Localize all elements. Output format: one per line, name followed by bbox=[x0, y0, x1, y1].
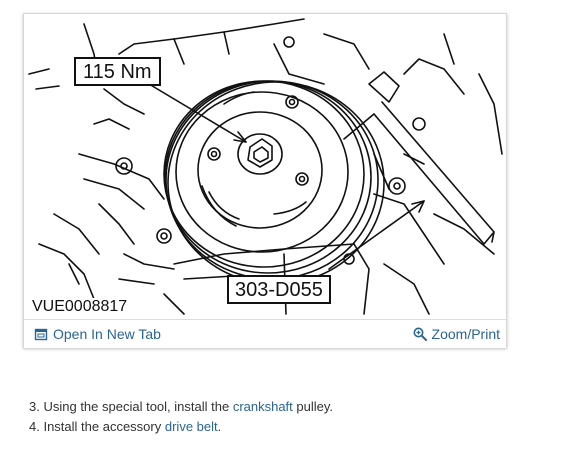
external-window-icon bbox=[34, 327, 48, 341]
drive-belt-link[interactable]: drive belt bbox=[164, 419, 218, 434]
step-item: 4. Install the accessory drive belt. bbox=[29, 417, 333, 437]
special-tool-callout: 303-D055 bbox=[227, 275, 331, 304]
step-text: . bbox=[217, 419, 222, 434]
figure-id-label: VUE0008817 bbox=[32, 298, 130, 316]
crankshaft-link[interactable]: crankshaft bbox=[232, 399, 293, 414]
instruction-steps: 3. Using the special tool, install the c… bbox=[29, 397, 333, 437]
magnifier-icon bbox=[413, 327, 427, 341]
torque-callout: 115 Nm bbox=[74, 57, 161, 86]
step-item: 3. Using the special tool, install the c… bbox=[29, 397, 333, 417]
zoom-print-label: Zoom/Print bbox=[431, 326, 500, 342]
step-text: Install the accessory bbox=[43, 419, 162, 434]
step-text: Using the special tool, install the bbox=[43, 399, 230, 414]
open-in-new-tab-label: Open In New Tab bbox=[53, 326, 161, 342]
crankshaft-pulley-illustration[interactable]: 115 Nm 303-D055 VUE0008817 bbox=[24, 14, 506, 319]
step-number: 3. bbox=[29, 399, 40, 414]
step-number: 4. bbox=[29, 419, 40, 434]
open-in-new-tab-link[interactable]: Open In New Tab bbox=[34, 326, 161, 342]
step-text: pulley. bbox=[296, 399, 334, 414]
figure-card: 115 Nm 303-D055 VUE0008817 Open In New T… bbox=[23, 13, 507, 348]
figure-footer: Open In New Tab Zoom/Print bbox=[24, 319, 506, 348]
zoom-print-link[interactable]: Zoom/Print bbox=[413, 326, 500, 342]
